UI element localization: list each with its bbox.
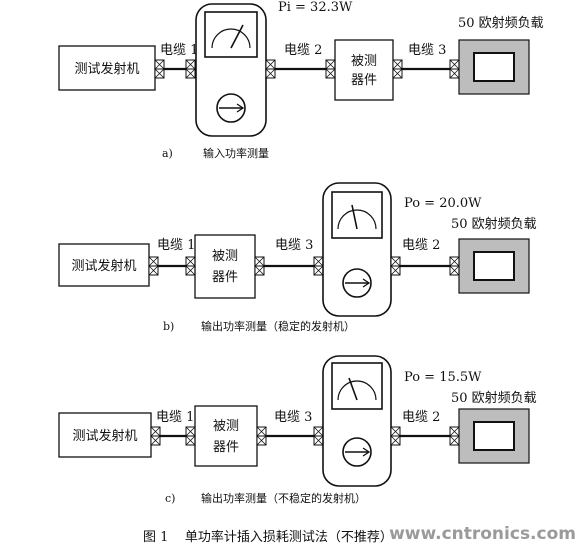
dut-label-line1: 被测 [213, 419, 239, 434]
dut-label-line2: 器件 [351, 73, 377, 88]
cable-1-label: 电缆 1 [156, 409, 194, 425]
rf-load [458, 238, 530, 294]
cable-3-label: 电缆 3 [274, 409, 312, 425]
cable-1-label: 电缆 1 [160, 42, 198, 58]
cable-3-label: 电缆 3 [408, 42, 446, 58]
meter-dial [331, 362, 383, 410]
cable-3-label: 电缆 3 [275, 237, 313, 253]
dut-label-line2: 器件 [213, 440, 239, 455]
dut-label-line2: 器件 [212, 270, 238, 285]
transmitter-label: 测试发射机 [72, 428, 137, 444]
connector [185, 59, 196, 79]
diagram-b: 测试发射机 电缆 1 被测 器件 电缆 3 Po = 20.0W 电缆 2 [58, 182, 537, 333]
cable-2-label: 电缆 2 [402, 237, 440, 253]
caption: 输入功率测量 [203, 146, 269, 160]
diagram-a: 测试发射机 电缆 1 Pi = 32.3W 电缆 2 被测 器件 电缆 3 [58, 0, 544, 160]
dut-box [194, 405, 258, 467]
power-reading: Pi = 32.3W [278, 0, 353, 15]
connector [449, 59, 460, 79]
connector [254, 256, 265, 276]
connector [154, 59, 165, 79]
connector [256, 426, 267, 446]
load-label: 50 欧射频负载 [451, 390, 537, 406]
connector [150, 426, 161, 446]
dut-box [194, 234, 256, 299]
connector [325, 59, 336, 79]
connector [148, 256, 159, 276]
transmitter-label: 测试发射机 [74, 61, 139, 77]
dut-label-line1: 被测 [351, 54, 377, 69]
connector [313, 426, 324, 446]
load-label: 50 欧射频负载 [451, 216, 537, 232]
dut-box [334, 39, 394, 101]
meter-dial [204, 11, 258, 58]
caption-letter: c) [165, 492, 175, 505]
cable-2-label: 电缆 2 [284, 42, 322, 58]
connector [390, 426, 401, 446]
dut-label-line1: 被测 [212, 249, 238, 264]
power-meter [195, 3, 267, 137]
rf-load [458, 39, 530, 95]
diagram-c: 测试发射机 电缆 1 被测 器件 电缆 3 Po = 15.5W 电缆 2 [58, 355, 537, 505]
cable-1-label: 电缆 1 [157, 237, 195, 253]
test-transmitter-box [58, 45, 156, 91]
connector [185, 256, 196, 276]
power-reading: Po = 20.0W [404, 196, 482, 211]
caption: 输出功率测量（稳定的发射机） [201, 319, 355, 333]
connector [449, 256, 460, 276]
cable-2-label: 电缆 2 [402, 409, 440, 425]
power-reading: Po = 15.5W [404, 370, 482, 385]
test-transmitter-box [58, 412, 152, 458]
watermark: www.cntronics.com [389, 524, 576, 544]
power-meter [322, 182, 392, 317]
meter-needle [351, 204, 358, 230]
meter-needle [230, 24, 244, 49]
meter-dial [331, 191, 383, 239]
load-label: 50 欧射频负载 [458, 15, 544, 31]
caption-letter: b) [163, 320, 174, 333]
connector [449, 426, 460, 446]
figure-caption: 图 1 单功率计插入损耗测试法（不推荐） [143, 529, 393, 545]
caption: 输出功率测量（不稳定的发射机） [201, 491, 366, 505]
meter-needle [348, 377, 358, 401]
connector [313, 256, 324, 276]
power-meter [322, 355, 392, 487]
rf-load [458, 408, 530, 464]
caption-letter: a) [162, 147, 173, 160]
connector [392, 59, 403, 79]
transmitter-label: 测试发射机 [71, 258, 136, 274]
connector [390, 256, 401, 276]
connector [265, 59, 276, 79]
connector [185, 426, 196, 446]
